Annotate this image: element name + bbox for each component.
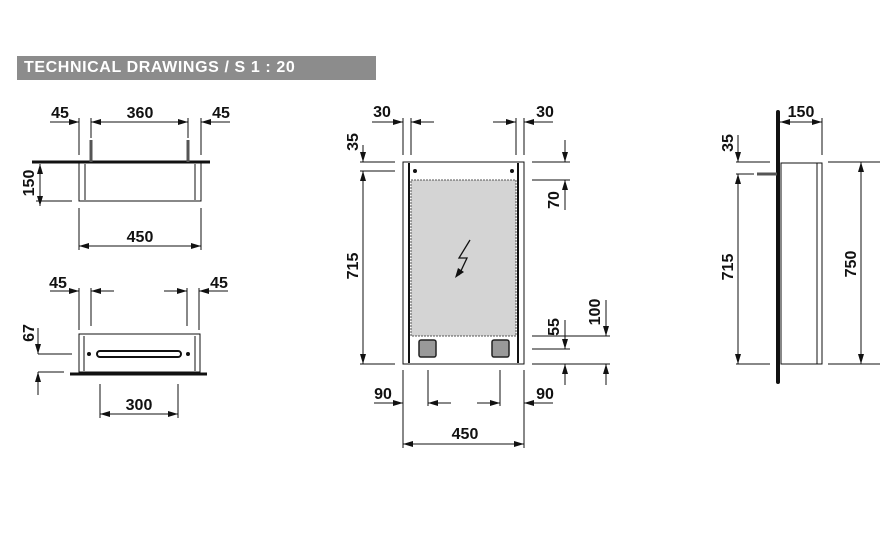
dim-bottom-55: 55 <box>546 318 563 336</box>
dim-right-offset: 45 <box>212 105 230 122</box>
electric-bolt-icon <box>455 239 471 278</box>
dim-right-90: 90 <box>536 386 554 403</box>
dim-anchor-spacing: 360 <box>127 105 154 122</box>
cabinet-top <box>78 162 202 202</box>
socket-icon <box>491 339 510 358</box>
socket-icon <box>418 339 437 358</box>
dim-right-margin: 30 <box>536 104 554 121</box>
side-view: 150 35 715 750 <box>720 104 880 384</box>
dim-left-offset: 45 <box>51 105 69 122</box>
dim-right-offset: 45 <box>210 275 228 292</box>
dim-left-margin: 30 <box>373 104 391 121</box>
cabinet-side <box>780 162 823 365</box>
top-view: 45 360 45 150 450 <box>21 105 230 250</box>
dim-height-715: 715 <box>720 254 737 281</box>
dim-slot-width: 300 <box>126 397 153 414</box>
bottom-view: 45 45 67 300 <box>21 275 228 418</box>
dim-left-90: 90 <box>374 386 392 403</box>
dim-top-offset: 35 <box>720 134 737 152</box>
dim-depth: 150 <box>21 170 38 197</box>
title-text: TECHNICAL DRAWINGS / S 1 : 20 <box>24 59 296 76</box>
front-view: 30 30 35 715 70 55 100 90 90 450 <box>345 104 610 448</box>
slot <box>96 350 182 358</box>
dim-top-offset: 35 <box>345 133 362 151</box>
dim-width: 450 <box>127 229 154 246</box>
dim-bottom-100: 100 <box>587 299 604 326</box>
dim-depth: 150 <box>788 104 815 121</box>
title-bar: TECHNICAL DRAWINGS / S 1 : 20 <box>17 56 376 80</box>
dim-height: 67 <box>21 324 38 342</box>
cabinet-bottom <box>78 333 201 373</box>
dim-height-715: 715 <box>345 253 362 280</box>
dim-height-750: 750 <box>843 251 860 278</box>
dim-width: 450 <box>452 426 479 443</box>
cabinet-front <box>402 161 525 365</box>
dim-top-band: 70 <box>546 191 563 209</box>
dim-left-offset: 45 <box>49 275 67 292</box>
